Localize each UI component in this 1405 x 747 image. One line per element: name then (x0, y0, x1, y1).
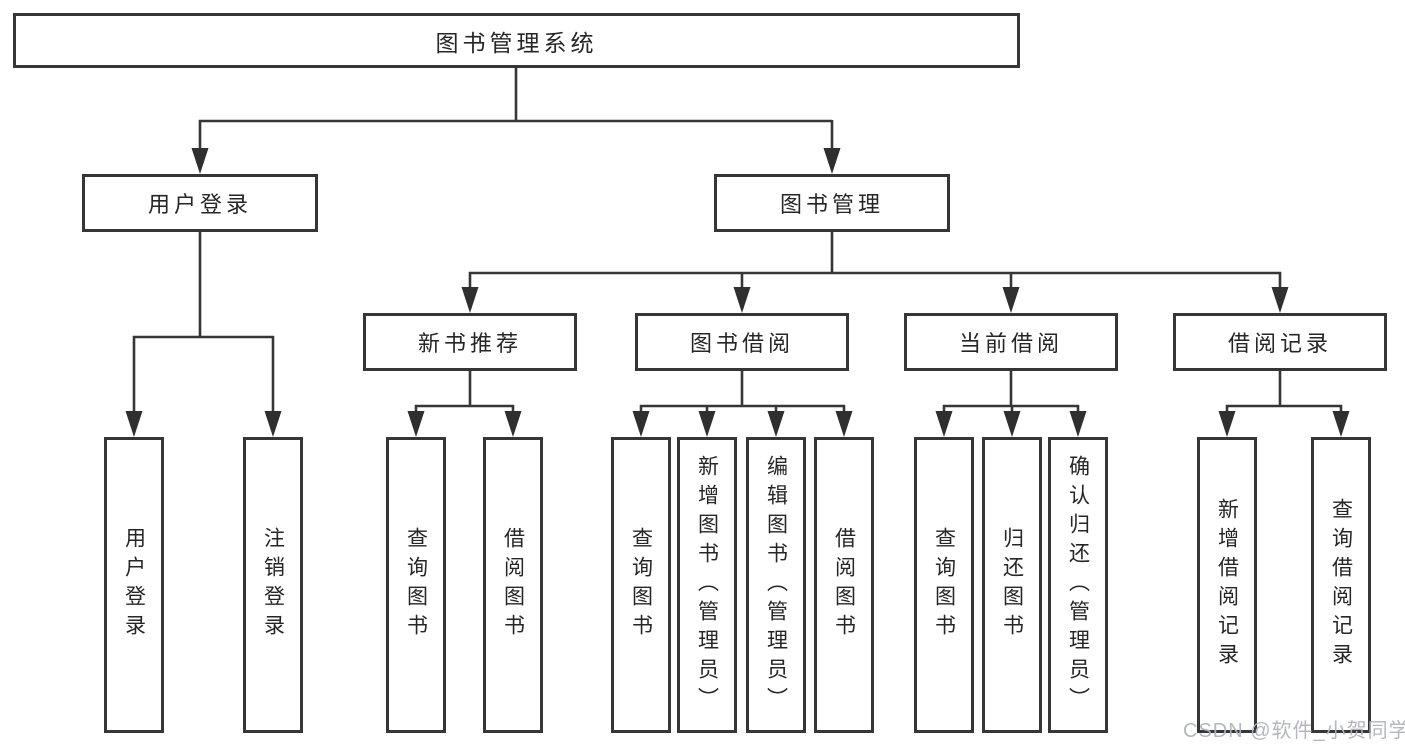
node-leaf-newbook-query-books-label: 查询图书 (404, 527, 428, 643)
node-leaf-borrowing-edit-books: 编辑图书（管理员） (746, 437, 806, 733)
arrowheads-level2 (191, 148, 841, 174)
node-leaf-user-login-label: 用户登录 (122, 527, 146, 643)
csdn-watermark: CSDN @软件_小贺同学 (1183, 720, 1405, 742)
node-book-management-label: 图书管理 (779, 192, 884, 217)
node-leaf-current-return-books-label: 归还图书 (1000, 527, 1024, 643)
node-borrowing-records: 借阅记录 (1173, 313, 1387, 371)
node-user-login: 用户登录 (82, 174, 318, 232)
node-leaf-records-add-record: 新增借阅记录 (1197, 437, 1257, 733)
node-leaf-current-confirm-return-label: 确认归还（管理员） (1066, 454, 1090, 716)
node-leaf-borrowing-edit-books-label: 编辑图书（管理员） (764, 454, 788, 716)
node-leaf-records-query-record-label: 查询借阅记录 (1329, 498, 1353, 672)
arrowheads-user-login-leaves (125, 411, 282, 437)
arrowheads-borrowing-records-leaves (1218, 411, 1350, 437)
node-book-borrowing-label: 图书借阅 (689, 331, 794, 356)
node-leaf-newbook-query-books: 查询图书 (386, 437, 446, 733)
node-user-login-label: 用户登录 (147, 192, 252, 217)
node-leaf-current-return-books: 归还图书 (982, 437, 1042, 733)
arrowheads-level3 (461, 287, 1289, 313)
node-leaf-logout-label: 注销登录 (261, 527, 285, 643)
node-leaf-borrowing-add-books-label: 新增图书（管理员） (695, 454, 719, 716)
connector-book-management-to-level3 (468, 232, 1282, 294)
connector-new-book-to-leaves (414, 371, 515, 418)
node-leaf-borrowing-borrow-books-label: 借阅图书 (832, 527, 856, 643)
node-leaf-newbook-borrow-books: 借阅图书 (483, 437, 543, 733)
node-root: 图书管理系统 (13, 13, 1020, 68)
arrowheads-current-borrowing-leaves (935, 411, 1087, 437)
node-current-borrowing-label: 当前借阅 (958, 331, 1063, 356)
node-leaf-logout: 注销登录 (243, 437, 303, 733)
node-leaf-borrowing-add-books: 新增图书（管理员） (677, 437, 737, 733)
node-leaf-borrowing-query-books: 查询图书 (611, 437, 671, 733)
node-root-label: 图书管理系统 (435, 29, 598, 56)
connector-user-login-to-leaves (132, 232, 275, 418)
node-leaf-newbook-borrow-books-label: 借阅图书 (501, 527, 525, 643)
node-leaf-current-query-books-label: 查询图书 (932, 527, 956, 643)
node-leaf-user-login: 用户登录 (104, 437, 164, 733)
node-leaf-records-add-record-label: 新增借阅记录 (1215, 498, 1239, 672)
connector-root-to-level2 (198, 68, 834, 155)
connector-current-borrowing-to-leaves (942, 371, 1080, 418)
connector-book-borrowing-to-leaves (639, 371, 846, 418)
node-leaf-current-query-books: 查询图书 (914, 437, 974, 733)
node-new-book-recommend-label: 新书推荐 (417, 331, 522, 356)
connector-borrowing-records-to-leaves (1225, 371, 1343, 418)
arrowheads-new-book-leaves (407, 411, 522, 437)
node-borrowing-records-label: 借阅记录 (1227, 331, 1332, 356)
node-book-management: 图书管理 (714, 174, 950, 232)
node-new-book-recommend: 新书推荐 (363, 313, 577, 371)
node-leaf-current-confirm-return: 确认归还（管理员） (1048, 437, 1108, 733)
arrowheads-book-borrowing-leaves (632, 411, 853, 437)
node-leaf-borrowing-query-books-label: 查询图书 (629, 527, 653, 643)
node-current-borrowing: 当前借阅 (904, 313, 1118, 371)
node-leaf-records-query-record: 查询借阅记录 (1311, 437, 1371, 733)
node-book-borrowing: 图书借阅 (635, 313, 849, 371)
node-leaf-borrowing-borrow-books: 借阅图书 (814, 437, 874, 733)
